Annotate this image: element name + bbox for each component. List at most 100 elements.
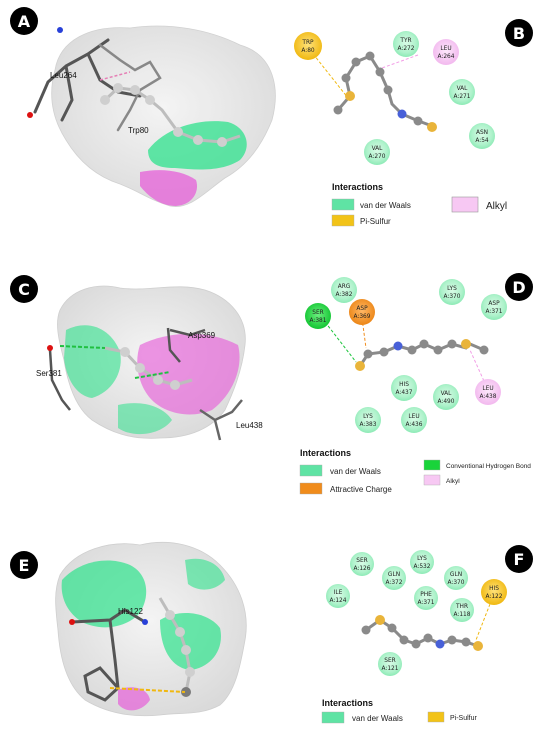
panel-f-legend-vdw: van der Waals xyxy=(352,714,403,723)
panel-e-pisulfur-line xyxy=(109,687,186,693)
svg-text:A:371: A:371 xyxy=(417,598,434,606)
panel-b-2d-diagram: TRP A:80 TYR A:272 LEU A:264 VAL A:271 A… xyxy=(294,31,507,227)
svg-text:SER: SER xyxy=(384,656,395,664)
panel-a-sidechain xyxy=(98,43,162,132)
svg-text:PHE: PHE xyxy=(420,590,432,598)
panel-b-pisulfur-line xyxy=(309,49,349,99)
panel-d-residue-arg382: ARG A:382 xyxy=(331,277,357,303)
panel-d-residue-leu436: LEU A:436 xyxy=(401,407,427,433)
panel-b-alkyl-line xyxy=(381,54,419,69)
svg-text:VAL: VAL xyxy=(372,144,384,152)
panel-f-legend: Interactions van der Waals Pi-Sulfur xyxy=(321,698,478,724)
svg-text:A:370: A:370 xyxy=(447,578,464,586)
panel-e-green-patch-2 xyxy=(160,613,221,670)
panel-f-residue-lys532: LYS A:532 xyxy=(410,550,434,574)
panel-d-residue-lys370: LYS A:370 xyxy=(439,279,465,305)
svg-text:A:121: A:121 xyxy=(381,664,398,672)
panel-d-residue-asp369: ASP A:369 xyxy=(349,299,375,325)
panel-d-legend-swatch-alkyl xyxy=(423,474,441,486)
svg-text:HIS: HIS xyxy=(399,380,409,388)
svg-text:SER: SER xyxy=(356,556,367,564)
panel-b-residue-val270: VAL A:270 xyxy=(364,139,390,165)
panel-f-residue-phe371: PHE A:371 xyxy=(414,586,438,610)
panel-a-ligand xyxy=(100,83,241,147)
svg-text:GLN: GLN xyxy=(450,570,462,578)
svg-text:LYS: LYS xyxy=(363,412,373,420)
panel-c-label-leu438: Leu438 xyxy=(236,421,263,430)
panel-b-legend-pisulfur: Pi-Sulfur xyxy=(360,217,391,226)
panel-b-legend-swatch-pisulfur xyxy=(331,214,355,227)
svg-text:A:54: A:54 xyxy=(475,136,489,144)
svg-text:ILE: ILE xyxy=(334,588,343,596)
svg-text:A:126: A:126 xyxy=(353,564,370,572)
svg-text:A: A xyxy=(18,12,31,31)
svg-text:A:124: A:124 xyxy=(329,596,346,604)
panel-f-ligand xyxy=(361,615,483,651)
panel-d-residue-his437: HIS A:437 xyxy=(391,375,417,401)
panel-d-ligand xyxy=(355,339,489,371)
panel-letter-b: B xyxy=(505,19,533,47)
panel-f-pisulfur-line xyxy=(475,603,491,641)
panel-f-residue-his122: HIS A:122 xyxy=(481,579,507,605)
panel-c-ligand xyxy=(104,346,193,390)
panel-e-his122-residue xyxy=(71,608,146,702)
svg-text:A:382: A:382 xyxy=(335,290,352,298)
panel-d-legend-swatch-vdw xyxy=(299,464,323,477)
panel-e-oxygen-atom xyxy=(69,619,75,625)
panel-f-residue-ile124: ILE A:124 xyxy=(326,584,350,608)
panel-d-legend-swatch-hbond xyxy=(423,459,441,471)
svg-text:LEU: LEU xyxy=(482,384,493,392)
panel-b-legend-swatch-vdw xyxy=(331,198,355,211)
svg-text:A:271: A:271 xyxy=(453,92,470,100)
panel-b-residue-asn54: ASN A:54 xyxy=(469,123,495,149)
svg-text:ASN: ASN xyxy=(476,128,488,136)
panel-b-legend-vdw: van der Waals xyxy=(360,201,411,210)
panel-a-green-patch xyxy=(148,121,247,170)
svg-text:A:438: A:438 xyxy=(479,392,496,400)
svg-text:LYS: LYS xyxy=(417,554,427,562)
panel-f-residue-thr118: THR A:118 xyxy=(450,598,474,622)
panel-f-residue-ser121: SER A:121 xyxy=(378,652,402,676)
svg-text:LYS: LYS xyxy=(447,284,457,292)
panel-a-3d-view: Leu264 Trp80 xyxy=(27,25,276,207)
panel-f-residue-gln370: GLN A:370 xyxy=(444,566,468,590)
panel-c-hbond-line xyxy=(59,345,106,349)
panel-f-residue-gln372: GLN A:372 xyxy=(382,566,406,590)
panel-a-nitrogen-atom xyxy=(57,27,63,33)
svg-text:LEU: LEU xyxy=(440,44,451,52)
panel-c-3d-view: Asp369 Ser381 Leu438 xyxy=(36,285,263,441)
panel-a-label-leu264: Leu264 xyxy=(50,71,77,80)
svg-text:A:122: A:122 xyxy=(485,592,502,600)
svg-text:A:118: A:118 xyxy=(453,610,470,618)
panel-b-residue-val271: VAL A:271 xyxy=(449,79,475,105)
svg-text:ARG: ARG xyxy=(338,282,351,290)
panel-letter-c: C xyxy=(10,275,38,303)
panel-f-legend-pisulfur: Pi-Sulfur xyxy=(450,715,478,722)
svg-text:D: D xyxy=(512,278,525,297)
panel-e-ligand xyxy=(158,597,195,697)
panel-letter-a: A xyxy=(10,7,38,35)
panel-a-label-trp80: Trp80 xyxy=(128,126,149,135)
svg-text:F: F xyxy=(514,550,525,569)
svg-text:B: B xyxy=(513,24,525,43)
svg-text:A:371: A:371 xyxy=(485,307,502,315)
svg-text:A:490: A:490 xyxy=(437,397,454,405)
panel-c-label-ser381: Ser381 xyxy=(36,369,62,378)
svg-text:A:532: A:532 xyxy=(413,562,430,570)
svg-text:TYR: TYR xyxy=(399,36,411,44)
panel-d-residue-ser381: SER A:381 xyxy=(305,303,331,329)
svg-text:ASP: ASP xyxy=(488,299,500,307)
panel-b-legend-swatch-alkyl xyxy=(451,196,479,213)
svg-text:VAL: VAL xyxy=(441,389,453,397)
svg-text:A:436: A:436 xyxy=(405,420,422,428)
svg-text:A:437: A:437 xyxy=(395,388,412,396)
panel-b-legend: Interactions van der Waals Pi-Sulfur Alk… xyxy=(331,182,507,227)
svg-text:LEU: LEU xyxy=(408,412,419,420)
panel-f-legend-title: Interactions xyxy=(322,698,373,708)
svg-text:HIS: HIS xyxy=(489,584,499,592)
svg-text:TRP: TRP xyxy=(301,38,314,46)
panel-d-2d-diagram: ARG A:382 LYS A:370 ASP A:371 SER A:381 … xyxy=(299,277,531,495)
svg-text:E: E xyxy=(19,556,30,575)
panel-letter-e: E xyxy=(10,551,38,579)
